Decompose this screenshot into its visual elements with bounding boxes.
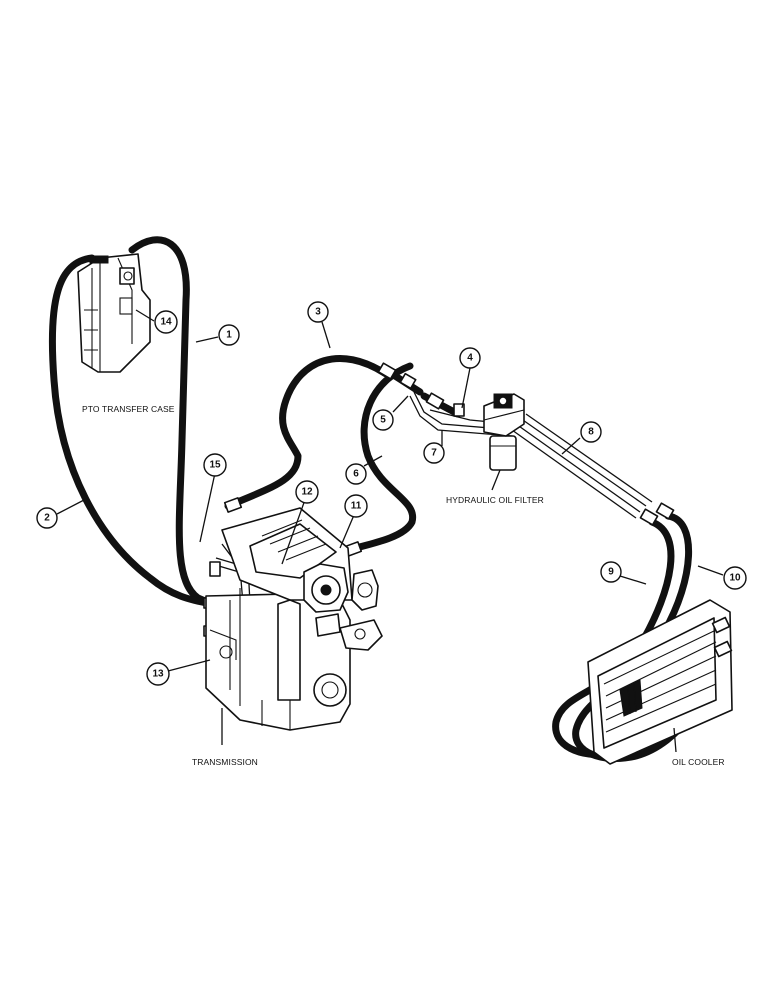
svg-text:2: 2 — [44, 513, 50, 524]
callout-14: 14 — [154, 310, 178, 334]
svg-text:7: 7 — [431, 448, 437, 459]
callout-leaders — [56, 309, 724, 753]
svg-text:8: 8 — [588, 427, 594, 438]
label-hydraulic-oil-filter: HYDRAULIC OIL FILTER — [446, 495, 544, 505]
oil-cooler — [587, 599, 733, 765]
svg-text:3: 3 — [315, 307, 321, 318]
callout-8: 8 — [580, 421, 602, 443]
transmission — [205, 507, 383, 731]
hose-1 — [128, 236, 216, 608]
callout-11: 11 — [344, 494, 368, 518]
svg-text:15: 15 — [209, 460, 221, 471]
callout-10: 10 — [723, 566, 747, 590]
svg-text:4: 4 — [467, 353, 473, 364]
svg-text:1: 1 — [226, 330, 232, 341]
callout-5: 5 — [372, 409, 394, 431]
label-pto-transfer-case: PTO TRANSFER CASE — [82, 404, 175, 414]
svg-text:13: 13 — [152, 669, 164, 680]
svg-text:5: 5 — [380, 415, 386, 426]
callout-12: 12 — [295, 480, 319, 504]
callout-6: 6 — [345, 463, 367, 485]
hose-6 — [336, 362, 417, 556]
svg-text:9: 9 — [608, 567, 614, 578]
callout-15: 15 — [203, 453, 227, 477]
tube-8 — [511, 413, 653, 519]
label-oil-cooler: OIL COOLER — [672, 757, 725, 767]
svg-text:6: 6 — [353, 469, 359, 480]
hose-2 — [48, 254, 216, 608]
svg-text:11: 11 — [351, 501, 362, 512]
callout-1: 1 — [218, 324, 240, 346]
hose-3 — [224, 355, 390, 510]
callout-9: 9 — [600, 561, 622, 583]
callout-4: 4 — [459, 347, 481, 369]
svg-text:10: 10 — [729, 573, 741, 584]
callout-7: 7 — [423, 442, 445, 464]
callout-3: 3 — [307, 301, 329, 323]
pto-transfer-case — [77, 253, 151, 373]
callout-2: 2 — [36, 507, 58, 529]
hydraulic-oil-filter — [483, 393, 525, 471]
svg-text:14: 14 — [160, 317, 172, 328]
callout-13: 13 — [146, 662, 170, 686]
svg-text:12: 12 — [301, 487, 313, 498]
label-transmission: TRANSMISSION — [192, 757, 258, 767]
